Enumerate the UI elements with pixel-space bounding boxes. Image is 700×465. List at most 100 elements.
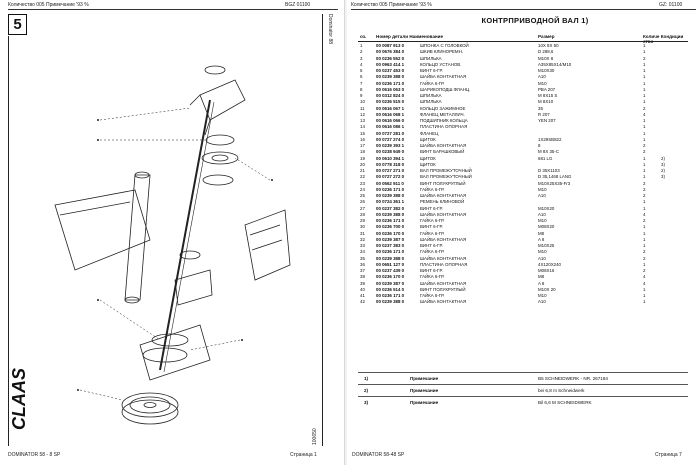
part-number: 00 0236 171 0 (376, 249, 405, 255)
part-size: M8 (538, 274, 545, 280)
part-position: 32 (360, 236, 365, 242)
part-number: 00 0651 127 0 (376, 261, 405, 267)
part-quantity: 1 (643, 286, 646, 292)
part-name: ПЛАСТИНА ОПОРНАЯ (420, 124, 468, 130)
part-position: 23 (360, 180, 365, 186)
part-number: 00 0236 171 0 (376, 80, 405, 86)
part-size: 4X120X240 (538, 261, 561, 267)
part-name: ШАЙБА КОНТАКТНАЯ (420, 143, 467, 148)
part-name: ПОДШИПНИК КОЛЬЦА (420, 118, 468, 123)
part-note: 3) (661, 174, 665, 180)
chapter-number: 5 (8, 14, 27, 35)
part-position: 9 (360, 93, 363, 98)
part-quantity: 1 (643, 99, 646, 105)
part-size: 35 (538, 105, 543, 111)
part-name: РЕМЕНЬ КЛИНОВОЙ (420, 199, 465, 205)
col-header-size: Размер (538, 34, 555, 39)
part-number: 00 0087 913 0 (376, 43, 405, 48)
part-position: 16 (360, 136, 365, 142)
part-number: 00 0236 515 0 (376, 99, 405, 105)
part-name: ЩИТОК (420, 161, 436, 167)
part-quantity: 4 (643, 211, 646, 217)
part-number: 00 0236 514 0 (376, 286, 405, 292)
part-position: 38 (360, 274, 365, 280)
part-quantity: 1 (643, 130, 646, 136)
part-quantity: 1 (643, 61, 646, 67)
part-number: 00 0239 388 0 (376, 193, 405, 198)
part-number: 00 0236 171 0 (376, 218, 405, 223)
part-size: M 8X 35-C (538, 149, 559, 155)
part-size: M10X30 (538, 68, 555, 73)
part-quantity: 1 (643, 261, 646, 267)
part-name: ВИНТ 6-ГР. (420, 243, 443, 248)
part-number: 00 0239 387 0 (376, 236, 405, 242)
note-label: Примечание (410, 376, 439, 381)
part-quantity: 1 (643, 205, 646, 211)
svg-text:CLAAS: CLAAS (10, 368, 29, 430)
part-quantity: 2 (643, 143, 646, 148)
note-index: 1) (364, 376, 369, 381)
part-quantity: 1 (643, 161, 646, 167)
col-header-number: Номер детали Наименование (376, 34, 444, 39)
part-quantity: 1 (643, 86, 646, 92)
part-quantity: 2 (643, 55, 646, 61)
part-name: ВИНТ ПОЛУКРУГЛЫЙ (420, 286, 466, 292)
parts-list-title: КОНТРПРИВОДНОЙ ВАЛ 1) (481, 16, 589, 25)
part-size: M10 (538, 80, 547, 86)
right-header-rule (351, 9, 696, 10)
part-position: 18 (360, 149, 365, 155)
part-size: M 8X15 S (538, 93, 558, 98)
part-number: 00 0727 272 0 (376, 174, 405, 180)
part-size: PBA 207 (538, 86, 556, 92)
part-quantity: 1 (643, 124, 646, 130)
part-quantity: 1 (643, 93, 646, 98)
part-position: 17 (360, 143, 365, 148)
part-number: 00 0239 388 0 (376, 255, 405, 261)
part-number: 00 0239 387 0 (376, 280, 405, 286)
part-position: 14 (360, 124, 365, 130)
part-position: 41 (360, 293, 365, 298)
part-number: 00 0616 068 1 (376, 111, 405, 117)
part-number: 00 0610 394 1 (376, 155, 405, 161)
exploded-parts-drawing (54, 65, 291, 425)
part-size: M10X25 (538, 243, 555, 248)
part-size: D 288,6 (538, 49, 554, 55)
part-number: 00 0963 414 1 (376, 61, 405, 67)
part-size: D 35,1468 LANG (538, 174, 572, 180)
part-number: 00 0312 824 0 (376, 93, 405, 98)
part-position: 37 (360, 268, 365, 273)
part-name: ШАЙБА КОНТАКТНАЯ (420, 255, 467, 261)
part-size: M10X20 (538, 205, 555, 211)
part-size: A 8 (538, 236, 545, 242)
part-number: 00 0616 066 0 (376, 118, 405, 123)
part-name: ПЛАСТИНА ОПОРНАЯ (420, 261, 468, 267)
part-number: 00 0562 911 0 (376, 180, 404, 186)
part-name: ВАЛ ПРОМЕЖУТОЧНЫЙ (420, 168, 472, 173)
part-quantity: 1 (643, 243, 646, 248)
part-quantity: 1 (643, 293, 646, 298)
part-quantity: 1 (643, 49, 646, 55)
part-note: 2) (661, 155, 665, 161)
part-position: 19 (360, 155, 365, 161)
right-header-text: Количество 005 Примечание '93 % (351, 2, 432, 8)
part-name: ШАЙБА КОНТАКТНАЯ (420, 193, 467, 198)
